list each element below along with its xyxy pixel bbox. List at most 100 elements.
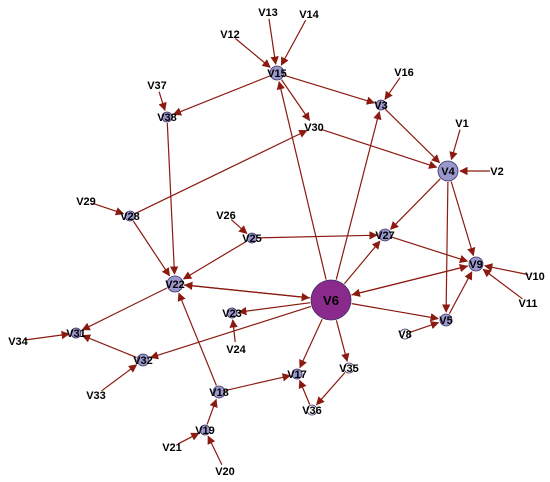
- node-label-v13: V13: [258, 7, 278, 19]
- edge-v32-v31: [81, 334, 137, 358]
- node-label-v6: V6: [323, 293, 339, 308]
- edge-v6-v9: [351, 263, 469, 296]
- node-label-v18: V18: [209, 387, 229, 399]
- edge-v29-v28: [92, 202, 125, 216]
- node-v8: V8: [398, 328, 412, 341]
- node-v32: V32: [133, 353, 153, 367]
- edge-v6-v32: [149, 305, 312, 360]
- node-v28: V28: [120, 210, 140, 223]
- edge-v4-v5: [442, 181, 451, 313]
- node-circle-v27: [378, 228, 392, 242]
- node-label-v1: V1: [455, 118, 468, 130]
- node-v15: V15: [267, 65, 287, 81]
- node-label-v37: V37: [147, 80, 167, 92]
- edge-v4-v9: [450, 181, 476, 257]
- node-v10: V10: [525, 271, 545, 283]
- node-circle-v8: [399, 328, 411, 340]
- node-v37: V37: [147, 80, 167, 92]
- node-label-v35: V35: [339, 363, 359, 375]
- edge-v38-v22: [166, 122, 179, 275]
- edge-v15-v3: [284, 74, 376, 105]
- node-label-v29: V29: [76, 196, 96, 208]
- node-label-v36: V36: [302, 405, 322, 417]
- edge-v4-v27: [390, 178, 441, 230]
- node-v30: V30: [304, 122, 324, 134]
- node-v36: V36: [302, 404, 322, 417]
- node-v6: V6: [310, 279, 352, 321]
- node-label-v33: V33: [86, 390, 106, 402]
- node-circle-v38: [161, 111, 173, 123]
- edge-v18-v17: [225, 373, 292, 391]
- edge-v35-v36: [316, 372, 346, 406]
- node-label-v14: V14: [299, 9, 319, 21]
- edge-v22-v31: [81, 287, 168, 331]
- node-label-v24: V24: [226, 344, 246, 356]
- edge-v1-v4: [449, 129, 461, 161]
- node-label-v27: V27: [375, 230, 395, 242]
- node-v9: V9: [468, 256, 484, 272]
- node-v22: V22: [165, 275, 185, 293]
- node-label-v31: V31: [66, 328, 86, 340]
- node-v33: V33: [86, 390, 106, 402]
- edge-v13-v15: [268, 18, 279, 65]
- node-v23: V23: [222, 307, 242, 320]
- node-label-v22: V22: [165, 279, 185, 291]
- edge-v27-v9: [391, 236, 469, 263]
- node-label-v17: V17: [287, 369, 307, 381]
- node-label-v4: V4: [441, 166, 455, 178]
- edge-v15-v38: [172, 75, 270, 116]
- node-v19: V19: [195, 424, 215, 437]
- node-circle-v32: [136, 353, 150, 367]
- node-label-v34: V34: [8, 336, 28, 348]
- node-label-v23: V23: [222, 308, 242, 320]
- node-v17: V17: [287, 368, 307, 381]
- node-circle-v22: [166, 275, 184, 293]
- edge-v6-v22: [184, 281, 311, 299]
- node-v11: V11: [519, 298, 538, 310]
- edge-v6-v23: [238, 302, 311, 316]
- node-label-v21: V21: [162, 442, 182, 454]
- node-v34: V34: [8, 336, 28, 348]
- node-v13: V13: [258, 7, 278, 19]
- node-label-v9: V9: [469, 259, 482, 271]
- node-v18: V18: [209, 385, 229, 399]
- node-v29: V29: [76, 196, 96, 208]
- node-label-v8: V8: [398, 329, 411, 341]
- node-v35: V35: [339, 362, 359, 375]
- node-circle-v35: [343, 362, 355, 374]
- edge-v30-v4: [320, 128, 438, 169]
- node-label-v15: V15: [267, 68, 287, 80]
- node-circle-v3: [375, 99, 387, 111]
- node-label-v38: V38: [157, 112, 177, 124]
- node-circle-v5: [439, 313, 453, 327]
- node-v2: V2: [490, 166, 503, 178]
- edge-v21-v19: [177, 432, 200, 445]
- node-label-v12: V12: [220, 29, 240, 41]
- node-v4: V4: [437, 160, 459, 182]
- edge-v16-v3: [384, 77, 401, 100]
- node-v12: V12: [220, 29, 240, 41]
- edge-v19-v18: [206, 398, 218, 425]
- node-circle-v31: [70, 327, 82, 339]
- node-v14: V14: [299, 9, 319, 21]
- node-circle-v28: [124, 210, 136, 222]
- node-v24: V24: [226, 344, 246, 356]
- node-v3: V3: [374, 99, 388, 112]
- node-v1: V1: [455, 118, 468, 130]
- node-v26: V26: [216, 210, 236, 222]
- edge-v34-v31: [24, 330, 70, 341]
- edges-layer: [24, 18, 529, 465]
- node-circle-v9: [468, 256, 484, 272]
- node-circle-v4: [437, 160, 459, 182]
- node-v31: V31: [66, 327, 86, 340]
- edge-v3-v4: [384, 108, 441, 164]
- edge-v6-v3: [335, 110, 382, 280]
- edge-v15-v30: [281, 79, 310, 122]
- node-circle-v19: [199, 424, 211, 436]
- node-v21: V21: [162, 442, 182, 454]
- edge-v25-v27: [257, 231, 378, 240]
- edge-v33-v32: [101, 364, 138, 392]
- edge-v5-v9: [448, 271, 473, 315]
